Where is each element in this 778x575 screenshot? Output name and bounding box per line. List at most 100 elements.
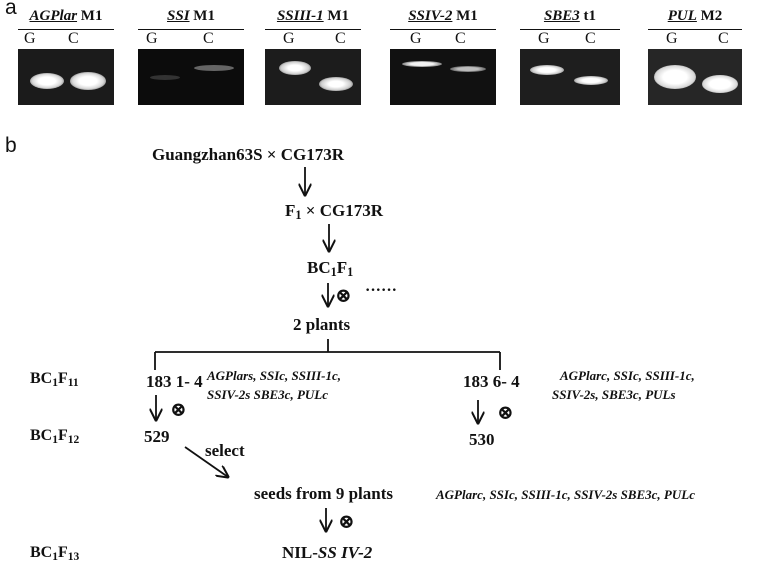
left-genotype-line1: AGPlars, SSIc, SSIII-1c, bbox=[207, 368, 342, 383]
bc1f1-generation: BC1F1 bbox=[307, 258, 353, 280]
f-sub: 11 bbox=[67, 376, 79, 389]
band-g bbox=[30, 73, 64, 89]
gene-name: SSIV-2 bbox=[408, 8, 453, 24]
lane-c-label: C bbox=[68, 30, 79, 47]
bc-sub: 1 bbox=[52, 433, 58, 446]
lane-g-label: G bbox=[146, 30, 158, 47]
lane-g-label: G bbox=[283, 30, 295, 47]
line-183-1-4: 183 1- 4 bbox=[146, 372, 203, 391]
f-sub: 1 bbox=[347, 265, 354, 280]
gel-sbe3: SBE3 t1 G C bbox=[520, 8, 620, 106]
gene-name: PUL bbox=[667, 8, 697, 24]
f-text: F bbox=[58, 427, 68, 444]
gel-ssiv-2: SSIV-2 M1 G C bbox=[390, 8, 496, 106]
gene-name: SSIII-1 bbox=[276, 8, 324, 24]
f-sub: 13 bbox=[67, 550, 80, 563]
cross-parents: Guangzhan63S × CG173R bbox=[152, 145, 345, 164]
band-g bbox=[654, 65, 696, 89]
lane-c-label: C bbox=[718, 30, 729, 47]
title-rule bbox=[265, 29, 361, 30]
gel-title: SBE3 t1 bbox=[520, 8, 620, 25]
title-rule bbox=[520, 29, 620, 30]
right-genotype-line2: SSIV-2s, SBE3c, PULs bbox=[552, 387, 676, 402]
band-g bbox=[402, 61, 442, 67]
bc-text: BC bbox=[30, 544, 53, 561]
gel-title: AGPlar M1 bbox=[18, 8, 114, 25]
right-genotype-line1: AGPlarc, SSIc, SSIII-1c, bbox=[560, 368, 695, 383]
gel-title: SSI M1 bbox=[138, 8, 244, 25]
nil-prefix: NIL- bbox=[282, 543, 318, 562]
nil-gene: SS IV-2 bbox=[317, 543, 373, 562]
gel-image bbox=[390, 49, 496, 105]
f-subscript: 1 bbox=[295, 208, 302, 223]
line-183-6-4: 183 6- 4 bbox=[463, 372, 520, 391]
lane-labels: G C bbox=[18, 30, 114, 48]
f-text: F bbox=[58, 370, 68, 387]
gen-bc1f11: BC1F11 bbox=[30, 370, 79, 389]
title-rule bbox=[18, 29, 114, 30]
lane-c-label: C bbox=[585, 30, 596, 47]
gel-image bbox=[18, 49, 114, 105]
select-label: select bbox=[205, 441, 245, 460]
title-rule bbox=[390, 29, 496, 30]
left-selfing-symbol: ⊗ bbox=[170, 399, 187, 421]
lane-labels: G C bbox=[520, 30, 620, 48]
band-g bbox=[150, 75, 180, 80]
right-selfing-symbol: ⊗ bbox=[497, 402, 514, 424]
two-plants: 2 plants bbox=[293, 315, 351, 334]
title-rule bbox=[138, 29, 244, 30]
marker-name: M1 bbox=[193, 8, 215, 24]
gene-name: AGPlar bbox=[29, 8, 78, 24]
bc-sub: 1 bbox=[330, 265, 337, 280]
lane-c-label: C bbox=[455, 30, 466, 47]
gen-bc1f12: BC1F12 bbox=[30, 427, 79, 446]
gel-image bbox=[520, 49, 620, 105]
marker-name: M1 bbox=[456, 8, 478, 24]
lane-c-label: C bbox=[203, 30, 214, 47]
band-g bbox=[530, 65, 564, 75]
lane-g-label: G bbox=[24, 30, 36, 47]
gel-pul: PUL M2 G C bbox=[648, 8, 742, 106]
gel-image bbox=[648, 49, 742, 105]
title-rule bbox=[648, 29, 742, 30]
marker-name: M1 bbox=[327, 8, 350, 24]
f-sub: 12 bbox=[67, 433, 80, 446]
gen-bc1f13: BC1F13 bbox=[30, 544, 79, 563]
band-c bbox=[574, 76, 608, 85]
bc-sub: 1 bbox=[52, 550, 58, 563]
arrow-select bbox=[184, 446, 228, 477]
bc-sub: 1 bbox=[52, 376, 58, 389]
gene-name: SSI bbox=[167, 8, 190, 24]
lane-labels: G C bbox=[648, 30, 742, 48]
band-c bbox=[70, 72, 106, 90]
gel-title: SSIV-2 M1 bbox=[390, 8, 496, 25]
seeds-selfing-symbol: ⊗ bbox=[338, 511, 355, 533]
panel-b-label: b bbox=[5, 134, 17, 157]
f-text: F bbox=[58, 544, 68, 561]
marker-name: t1 bbox=[583, 8, 597, 24]
bc-text: BC bbox=[30, 370, 53, 387]
ellipsis: ······ bbox=[365, 282, 398, 299]
gel-agplar: AGPlar M1 G C bbox=[18, 8, 114, 106]
gel-title: SSIII-1 M1 bbox=[265, 8, 361, 25]
lane-labels: G C bbox=[138, 30, 244, 48]
backcross-parent: × CG173R bbox=[301, 201, 383, 220]
band-c bbox=[319, 77, 353, 91]
line-529: 529 bbox=[144, 427, 170, 446]
gel-title: PUL M2 bbox=[648, 8, 742, 25]
cross-f1-backcross: F1 × CG173R bbox=[285, 201, 383, 223]
f-letter: F bbox=[285, 201, 296, 220]
marker-name: M1 bbox=[80, 8, 103, 24]
lane-c-label: C bbox=[335, 30, 346, 47]
nil-ssiv-2: NIL-SS IV-2 bbox=[282, 543, 372, 563]
selfing-symbol: ⊗ bbox=[335, 285, 352, 307]
lane-g-label: G bbox=[666, 30, 678, 47]
line-530: 530 bbox=[469, 430, 495, 449]
gel-image bbox=[138, 49, 244, 105]
lane-labels: G C bbox=[265, 30, 361, 48]
marker-name: M2 bbox=[700, 8, 723, 24]
band-c bbox=[702, 75, 738, 93]
f-text: F bbox=[336, 258, 348, 277]
